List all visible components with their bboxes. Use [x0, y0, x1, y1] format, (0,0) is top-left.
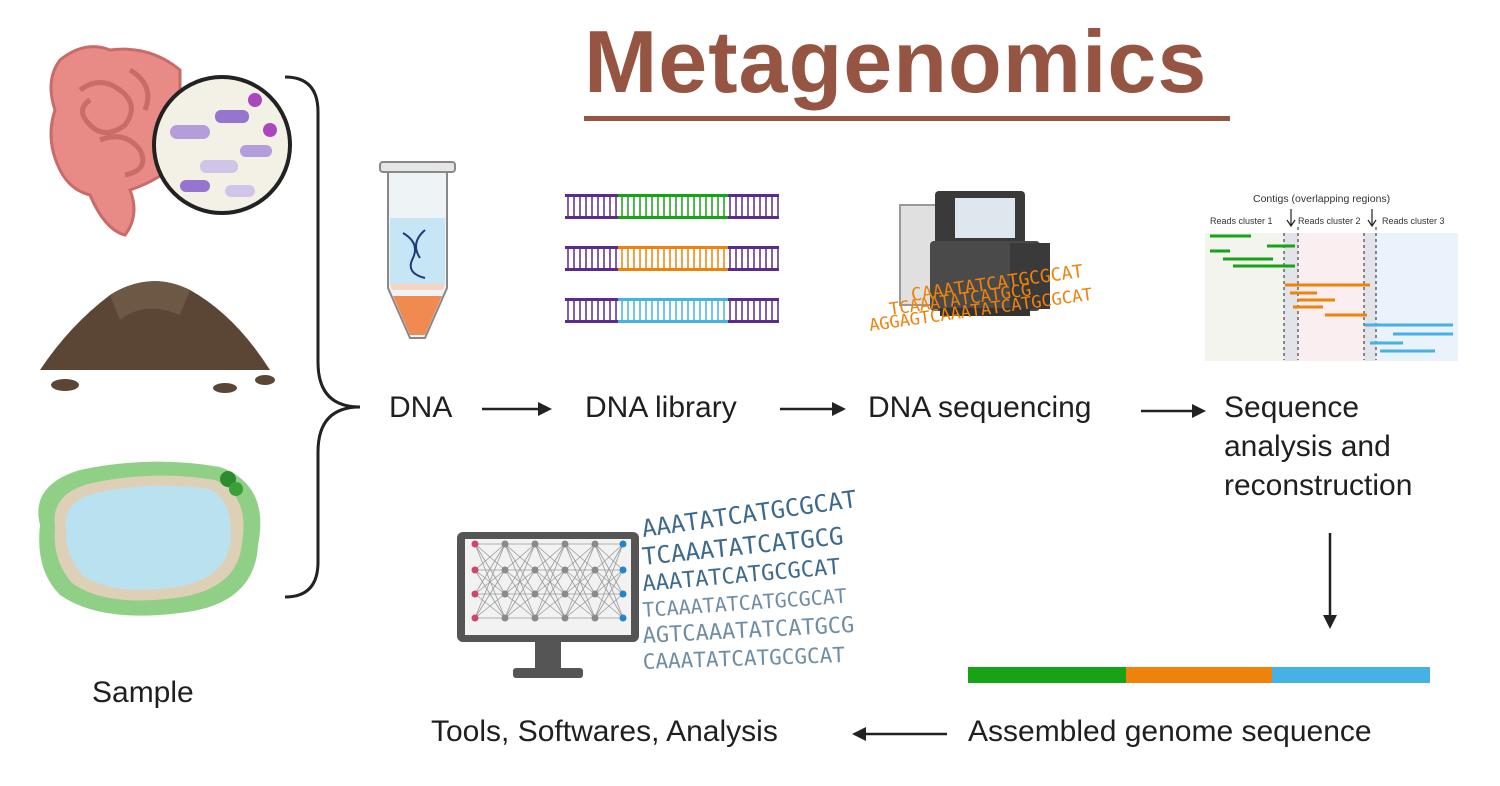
- nn-edge: [534, 543, 566, 619]
- nn-edge: [474, 593, 506, 619]
- nn-node: [591, 540, 599, 548]
- nn-node: [619, 614, 627, 622]
- nn-edge: [594, 543, 624, 595]
- assembled-genome-label: Assembled genome sequence: [968, 715, 1372, 748]
- nn-node: [501, 590, 509, 598]
- nn-node: [531, 566, 539, 574]
- nn-edge: [594, 593, 624, 619]
- soil-pile-illustration: [40, 281, 275, 393]
- dna-strip-blue: [565, 298, 779, 323]
- nn-node: [501, 566, 509, 574]
- nn-node: [561, 614, 569, 622]
- nn-node: [501, 614, 509, 622]
- gut-microbiome-illustration: [49, 45, 292, 237]
- tools-label: Tools, Softwares, Analysis: [431, 715, 778, 748]
- nn-node: [531, 590, 539, 598]
- nn-node: [619, 590, 627, 598]
- dna-label: DNA: [389, 391, 453, 424]
- reads-cluster-1-label: Reads cluster 1: [1210, 216, 1273, 226]
- nn-edge: [474, 543, 506, 619]
- reads-cluster-2-label: Reads cluster 2: [1298, 216, 1361, 226]
- nn-node: [501, 540, 509, 548]
- assembled-segment-green: [968, 667, 1126, 683]
- test-tube-icon: [379, 161, 456, 339]
- contigs-header: Contigs (overlapping regions): [1253, 193, 1391, 205]
- contig-reads-plot: [1210, 209, 1453, 360]
- sample-label: Sample: [92, 676, 194, 709]
- reads-cluster-3-label: Reads cluster 3: [1382, 216, 1445, 226]
- sequencer-machine-icon: CAAATATCATGCGCAT TCAAATATCATGCG AGGAGTCA…: [868, 191, 1094, 336]
- dna-strip-orange: [565, 246, 779, 271]
- dna-library-label: DNA library: [585, 391, 737, 424]
- nn-edge: [564, 569, 596, 619]
- nn-edge: [564, 543, 596, 595]
- page-title: Metagenomics: [584, 12, 1208, 111]
- assembled-segment-orange: [1126, 667, 1272, 683]
- sample-bracket: [284, 75, 361, 599]
- arrow-library-to-sequencing: [780, 402, 846, 416]
- nn-edge: [504, 593, 536, 619]
- nn-edge: [594, 543, 624, 571]
- nn-edge: [534, 569, 566, 619]
- nn-node: [591, 566, 599, 574]
- nn-node: [471, 540, 479, 548]
- overlap-region-2: [1364, 233, 1376, 361]
- monitor-read-6: CAAATATCATGCGCAT: [642, 643, 845, 674]
- assembled-segment-blue: [1272, 667, 1430, 683]
- nn-node: [471, 614, 479, 622]
- nn-node: [561, 540, 569, 548]
- nn-edge: [534, 593, 566, 619]
- cluster-2-region: [1298, 233, 1364, 361]
- sequence-analysis-label-line1: Sequence: [1224, 391, 1360, 424]
- nn-edge: [594, 569, 624, 619]
- sequence-analysis-label-line3: reconstruction: [1224, 469, 1413, 502]
- nn-edge: [534, 543, 566, 571]
- nn-node: [561, 566, 569, 574]
- nn-edge: [504, 569, 536, 619]
- nn-node: [531, 540, 539, 548]
- nn-edge: [474, 569, 506, 619]
- nn-edge: [534, 543, 566, 595]
- nn-edge: [504, 543, 536, 619]
- title-underline: [584, 116, 1230, 121]
- nn-node: [619, 540, 627, 548]
- dna-library-icon: [565, 194, 779, 323]
- nn-edge: [474, 543, 506, 571]
- nn-edge: [564, 543, 596, 619]
- nn-edge: [564, 543, 596, 571]
- nn-edge: [564, 593, 596, 619]
- dna-strip-green: [565, 194, 779, 219]
- nn-node: [591, 614, 599, 622]
- arrow-analysis-to-assembled: [1323, 533, 1337, 629]
- nn-node: [591, 590, 599, 598]
- dna-sequencing-label: DNA sequencing: [868, 391, 1092, 424]
- sequence-analysis-label-line2: analysis and: [1224, 430, 1391, 463]
- nn-edge: [504, 543, 536, 595]
- nn-node: [471, 566, 479, 574]
- cluster-3-region: [1376, 233, 1458, 361]
- monitor-neural-network-icon: [457, 532, 639, 678]
- monitor-sequence-text: AAATATCATGCGCAT TCAAATATCATGCG AAATATCAT…: [640, 485, 859, 674]
- pond-illustration: [38, 461, 261, 616]
- nn-node: [531, 614, 539, 622]
- nn-node: [619, 566, 627, 574]
- nn-edge: [504, 543, 536, 571]
- nn-node: [471, 590, 479, 598]
- nn-edge: [474, 543, 506, 595]
- arrow-assembled-to-tools: [852, 727, 947, 741]
- arrow-sequencing-to-analysis: [1141, 404, 1206, 418]
- arrow-dna-to-library: [482, 402, 552, 416]
- nn-node: [561, 590, 569, 598]
- nn-edge: [594, 543, 624, 619]
